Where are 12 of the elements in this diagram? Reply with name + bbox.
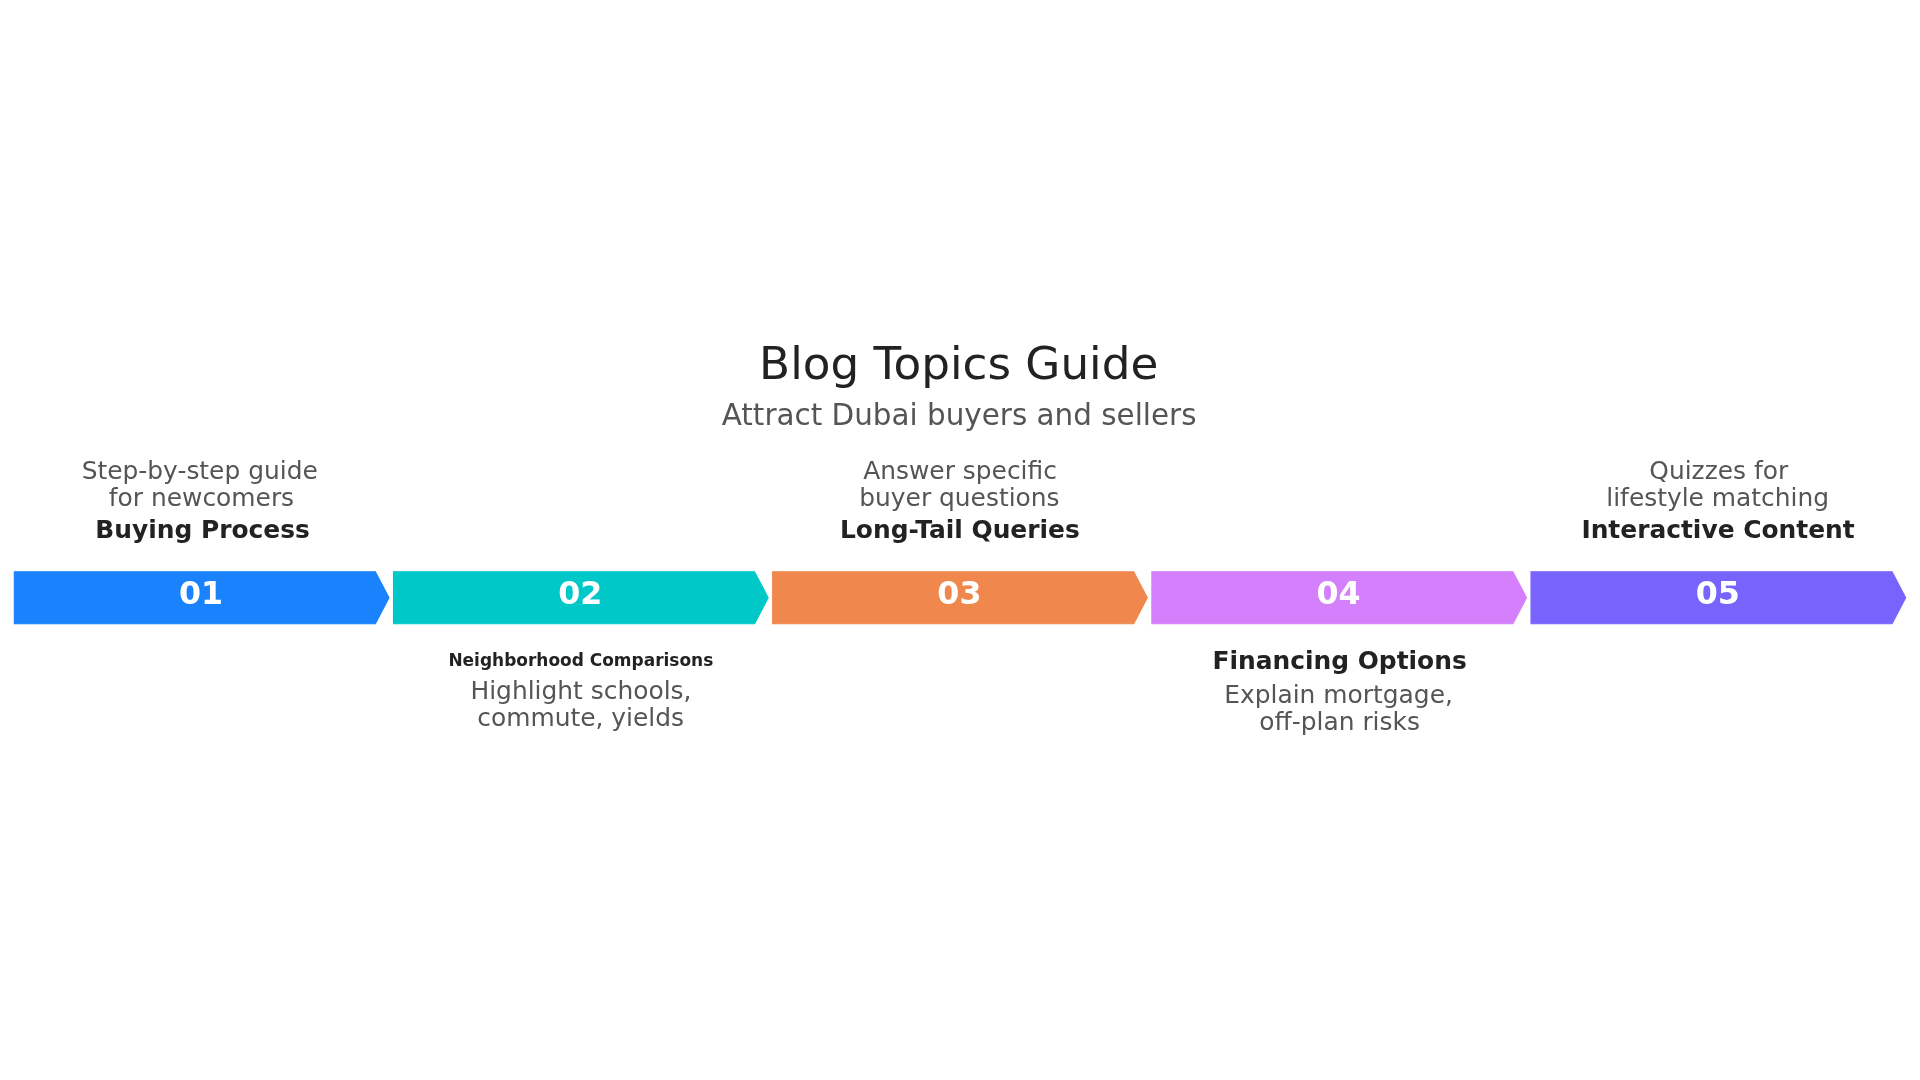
node-label: Neighborhood Comparisons (448, 650, 714, 671)
node-label: Answer specific buyer questions (859, 455, 1060, 513)
node-label: Quizzes for lifestyle matching (1606, 455, 1830, 513)
node-label: Interactive Content (1581, 514, 1855, 544)
node-label: Highlight schools, commute, yields (470, 675, 692, 732)
node-label: Financing Options (1212, 646, 1467, 676)
label: Attract Dubai buyers and sellers (721, 398, 1197, 433)
node-label: Buying Process (95, 514, 310, 544)
node-label: Long-Tail Queries (840, 514, 1080, 544)
node-label: Step-by-step guide for newcomers (81, 455, 318, 513)
node-label: Explain mortgage, off-plan risks (1224, 680, 1453, 737)
diagram-title: Blog Topics Guide (759, 337, 1159, 391)
